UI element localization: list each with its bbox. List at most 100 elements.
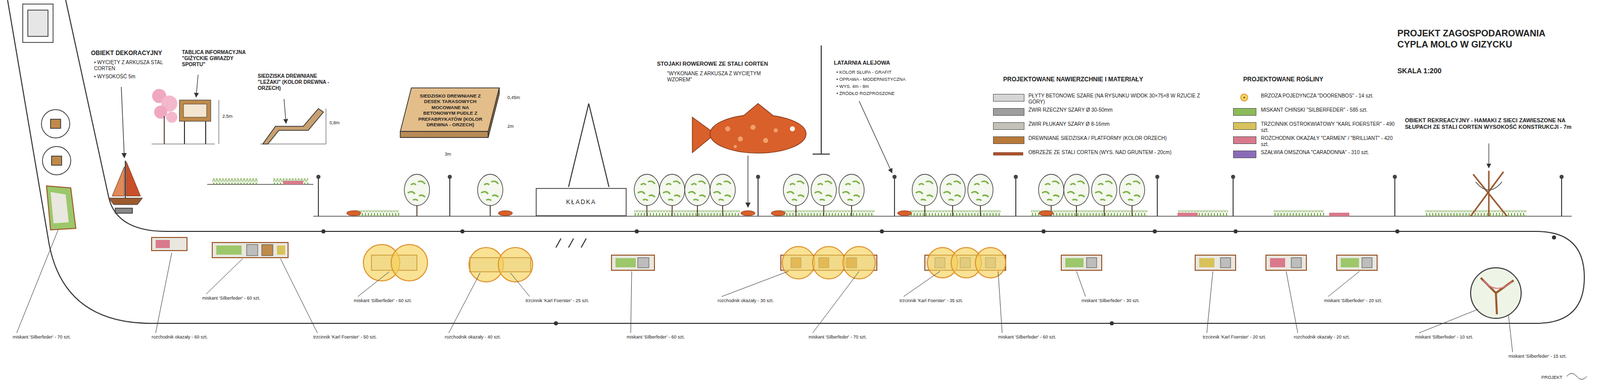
fish-bike-rack bbox=[773, 128, 778, 133]
deck-chair bbox=[262, 108, 324, 145]
signature bbox=[1566, 373, 1587, 380]
leader-line bbox=[357, 271, 390, 297]
footbridge-outline bbox=[536, 188, 627, 216]
node-text: SIEDZISKO DREWNIANE Z DESEK TARASOWYCH M… bbox=[416, 92, 485, 128]
plant-callout: trzcinnik 'Karl Foerster' - 35 szt. bbox=[899, 298, 963, 304]
hammock-structure bbox=[1473, 174, 1508, 217]
birch-plan bbox=[391, 244, 428, 281]
lamp-plan bbox=[1233, 229, 1238, 234]
deck-chair bbox=[284, 99, 287, 124]
bike-rack-plan bbox=[568, 238, 574, 248]
leader-line bbox=[206, 258, 243, 295]
lamp-plan bbox=[1152, 229, 1157, 234]
plan-objects bbox=[42, 146, 71, 175]
plant-callout: miskant 'Silberfeder' - 30 szt. bbox=[1081, 298, 1140, 304]
plant-callout: miskant 'Silberfeder' - 60 szt. bbox=[998, 334, 1057, 341]
planting-bed bbox=[155, 240, 170, 249]
tall-post bbox=[820, 45, 822, 155]
annotation: LATARNIA ALEJOWA bbox=[833, 59, 930, 67]
planting-bed bbox=[216, 245, 242, 255]
street-lamp bbox=[1155, 175, 1159, 179]
pier-walkway bbox=[7, 0, 1585, 324]
street-lamp bbox=[449, 176, 451, 217]
legend-tree-symbol bbox=[1243, 97, 1246, 99]
legend-text: ŻWIR PŁUKANY SZARY Ø 8-16mm bbox=[1028, 121, 1201, 128]
lamp-plan bbox=[1041, 229, 1046, 234]
legend-tree-symbol bbox=[1240, 93, 1248, 102]
info-board bbox=[218, 100, 220, 145]
legend-text: DREWNIANE SIEDZISKA / PLATFORMY (KOLOR O… bbox=[1028, 135, 1201, 142]
lamp-plan bbox=[321, 229, 1557, 326]
a-frame bbox=[568, 103, 609, 187]
fish-bike-rack bbox=[733, 145, 737, 149]
leader-line bbox=[1286, 271, 1298, 334]
deck-chair bbox=[325, 108, 327, 145]
street-lamp bbox=[1393, 175, 1397, 179]
planting-bed bbox=[1061, 255, 1102, 271]
hammock-plan bbox=[1470, 267, 1522, 319]
grass bbox=[272, 178, 309, 185]
legend-text: TRZCINNIK OSTROKWIATOWY "KARL FOERSTER" … bbox=[1260, 121, 1395, 134]
plant-callout: miskant 'Silberfeder' - 60 szt. bbox=[353, 298, 412, 304]
planting-bed bbox=[212, 242, 289, 258]
lamp-leader bbox=[859, 101, 892, 173]
street-lamp bbox=[316, 175, 1564, 217]
decorative-boat bbox=[108, 198, 143, 205]
leader-line bbox=[510, 272, 530, 297]
leader-line bbox=[998, 271, 1003, 334]
street-lamp bbox=[316, 175, 320, 179]
tree-elevation bbox=[967, 174, 994, 217]
plan-objects bbox=[22, 4, 54, 43]
plan-objects bbox=[115, 208, 133, 214]
hammock-plan bbox=[1480, 277, 1514, 315]
plan-objects bbox=[50, 119, 61, 129]
decorative-boat bbox=[112, 166, 125, 197]
bench-square bbox=[1291, 257, 1302, 268]
bike-rack-elevation bbox=[346, 210, 361, 216]
grass bbox=[778, 210, 875, 217]
leader-line bbox=[16, 229, 59, 334]
birch-plan bbox=[975, 247, 1006, 278]
info-board bbox=[183, 104, 207, 118]
legend-swatch bbox=[1233, 108, 1257, 116]
fish-bike-rack bbox=[710, 114, 807, 154]
bike-rack-plan bbox=[581, 238, 587, 248]
legend-text: MISKANT CHIŃSKI "SILBERFEDER" - 585 szt. bbox=[1260, 107, 1395, 114]
planting-bed bbox=[1336, 255, 1378, 271]
planting-bed bbox=[1340, 258, 1359, 268]
info-board bbox=[183, 121, 185, 145]
bike-rack-elevation bbox=[897, 210, 912, 216]
decorative-boat bbox=[126, 161, 141, 197]
info-board bbox=[196, 74, 199, 98]
leader-line bbox=[1508, 315, 1513, 353]
planting-bed bbox=[1065, 258, 1084, 268]
leader-line bbox=[448, 272, 481, 334]
leader-line bbox=[1328, 271, 1360, 297]
tree-elevation bbox=[811, 174, 837, 217]
planting-bed bbox=[1199, 258, 1215, 268]
legend-text: ROZCHODNIK OKAZAŁY "CARMEN" / "BRILLIANT… bbox=[1260, 135, 1395, 148]
lamp-leader bbox=[859, 101, 892, 173]
lamp-plan bbox=[634, 229, 639, 234]
fish-bike-rack bbox=[763, 137, 769, 144]
bike-rack-elevation bbox=[740, 210, 756, 216]
annotation: STOJAKI ROWEROWE ZE STALI CORTEN bbox=[656, 60, 794, 68]
grass bbox=[1425, 210, 1527, 217]
annotation: PROJEKTOWANE ROŚLINY bbox=[1243, 75, 1395, 84]
fish-bike-rack bbox=[750, 124, 756, 130]
sedum-elevation bbox=[1177, 212, 1198, 217]
tree-elevation bbox=[634, 174, 660, 217]
leader-line bbox=[630, 271, 632, 334]
lamp-plan bbox=[553, 321, 558, 326]
info-board bbox=[179, 100, 211, 122]
tree-elevation bbox=[838, 174, 865, 217]
info-board bbox=[151, 74, 219, 145]
plan-objects bbox=[22, 4, 133, 230]
bench-square bbox=[1086, 257, 1097, 268]
leader-line bbox=[1419, 309, 1479, 334]
plant-callout: miskant 'Silberfeder' - 70 szt. bbox=[808, 334, 867, 341]
plan-objects bbox=[51, 156, 62, 166]
planting-bed bbox=[1269, 258, 1286, 268]
lamp-plan bbox=[321, 229, 326, 234]
